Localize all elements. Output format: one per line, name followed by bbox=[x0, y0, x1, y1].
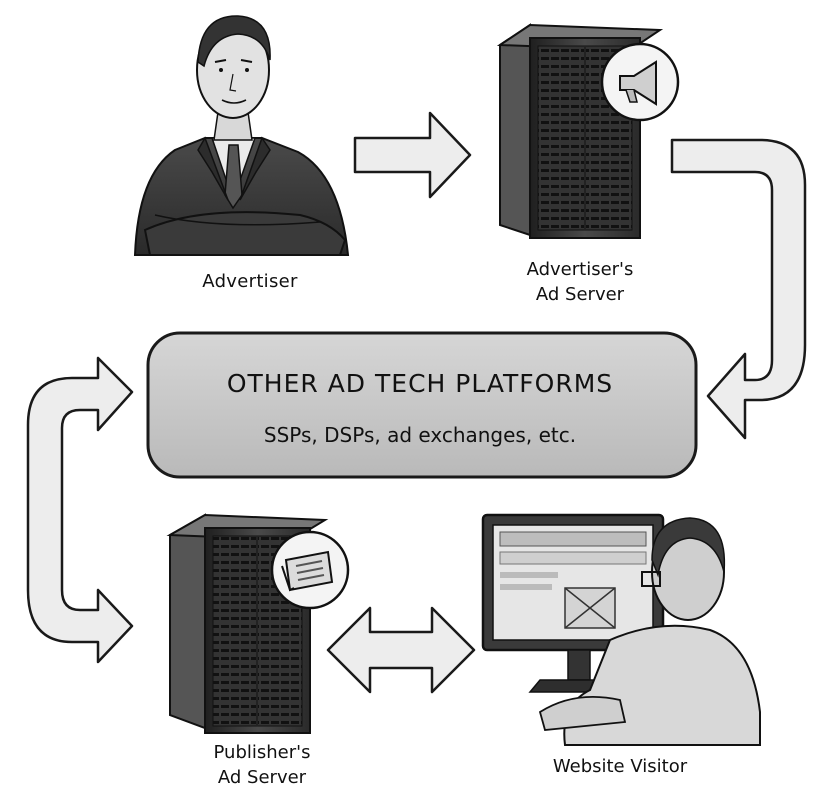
server-newspaper-icon bbox=[166, 513, 350, 734]
platforms-title: OTHER AD TECH PLATFORMS bbox=[227, 369, 613, 398]
platforms-subtitle: SSPs, DSPs, ad exchanges, etc. bbox=[264, 423, 576, 447]
publisher-ad-server-label-line2: Ad Server bbox=[218, 767, 307, 788]
advertiser-ad-server-label-line2: Ad Server bbox=[536, 284, 625, 305]
businessman-icon bbox=[133, 15, 350, 256]
arrow-advertiser-to-adserver bbox=[353, 111, 472, 199]
advertiser-label: Advertiser bbox=[202, 271, 298, 292]
server-megaphone-icon bbox=[496, 23, 680, 239]
other-platforms-box bbox=[146, 331, 698, 479]
computer-user-icon bbox=[481, 513, 761, 746]
arrow-adserver-to-platforms bbox=[670, 138, 807, 440]
website-visitor-label: Website Visitor bbox=[553, 756, 688, 777]
arrow-publisher-visitor bbox=[326, 606, 476, 694]
arrow-platforms-publisher bbox=[26, 356, 134, 664]
publisher-ad-server-label-line1: Publisher's bbox=[214, 742, 311, 763]
advertiser-ad-server-label-line1: Advertiser's bbox=[527, 259, 634, 280]
